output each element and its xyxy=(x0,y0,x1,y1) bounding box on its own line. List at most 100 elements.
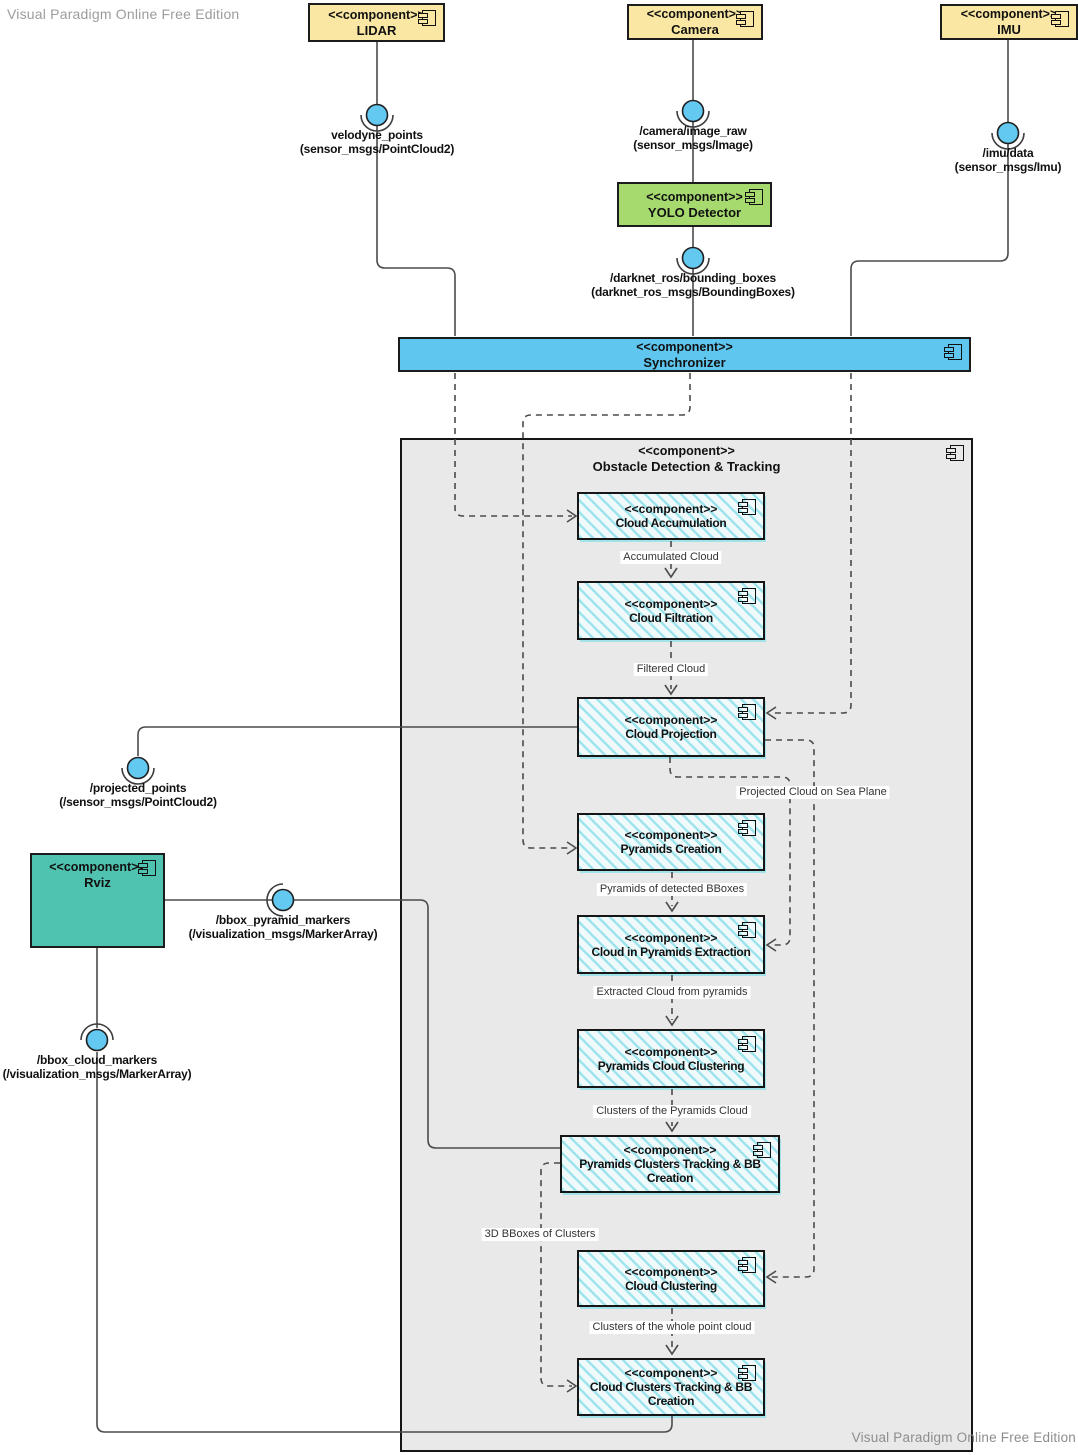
component-name: Cloud Accumulation xyxy=(615,516,727,530)
component-icon xyxy=(737,588,756,604)
stereotype-label: <<component>> xyxy=(636,339,733,354)
component-name: IMU xyxy=(997,22,1021,37)
component-icon xyxy=(735,11,754,27)
stereotype-label: <<component>> xyxy=(623,1143,717,1157)
message-type: (sensor_msgs/Image) xyxy=(633,137,753,152)
topic-name: /camera/image_raw xyxy=(639,124,747,138)
component-name: Cloud Filtration xyxy=(629,610,713,625)
message-type: (/visualization_msgs/MarkerArray) xyxy=(2,1066,192,1081)
component-name: Cloud Clustering xyxy=(625,1278,717,1293)
stereotype-label: <<component>> xyxy=(638,444,735,458)
component-name: LIDAR xyxy=(356,22,397,38)
component-pyramids-creation[interactable]: <<component>> Pyramids Creation xyxy=(577,813,765,871)
stereotype-label: <<component>> xyxy=(646,7,744,21)
watermark-top-left: Visual Paradigm Online Free Edition xyxy=(7,6,240,22)
component-imu[interactable]: <<component>> IMU xyxy=(940,4,1078,40)
port-label-bbox-cloud-markers: /bbox_cloud_markers (/visualization_msgs… xyxy=(2,1053,192,1081)
port-projected-points[interactable] xyxy=(126,756,150,780)
flow-label-extracted-cloud-pyramids: Extracted Cloud from pyramids xyxy=(593,986,751,999)
stereotype-label: <<component>> xyxy=(960,7,1058,21)
component-icon xyxy=(1050,11,1069,27)
message-type: (darknet_ros_msgs/BoundingBoxes) xyxy=(591,284,795,299)
stereotype-label: <<component>> xyxy=(624,1366,718,1380)
stereotype-label: <<component>> xyxy=(646,189,743,204)
container-header: <<component>> Obstacle Detection & Track… xyxy=(402,444,971,474)
port-label-projected-points: /projected_points (/sensor_msgs/PointClo… xyxy=(59,781,217,809)
component-synchronizer[interactable]: <<component>> Synchronizer xyxy=(398,337,971,372)
component-icon xyxy=(737,1257,756,1273)
port-velodyne-points[interactable] xyxy=(365,103,389,127)
component-icon xyxy=(737,1036,756,1052)
port-bbox-pyramid-markers[interactable] xyxy=(271,888,295,912)
component-pyramids-clusters-tracking-bb-creation[interactable]: <<component>> Pyramids Clusters Tracking… xyxy=(560,1135,780,1193)
stereotype-label: <<component>> xyxy=(624,828,718,842)
stereotype-label: <<component>> xyxy=(624,1264,718,1279)
component-icon xyxy=(737,704,756,720)
flow-label-filtered-cloud: Filtered Cloud xyxy=(633,663,709,676)
stereotype-label: <<component>> xyxy=(624,930,718,945)
port-imu-data[interactable] xyxy=(996,121,1020,145)
component-name: Pyramids Creation xyxy=(620,842,722,856)
component-icon xyxy=(752,1142,771,1158)
flow-label-3d-bboxes-clusters: 3D BBoxes of Clusters xyxy=(481,1228,599,1241)
stereotype-label: <<component>> xyxy=(624,596,718,611)
message-type: (/sensor_msgs/PointCloud2) xyxy=(59,794,217,809)
component-name: Cloud in Pyramids Extraction xyxy=(591,944,751,959)
component-camera[interactable]: <<component>> Camera xyxy=(627,4,763,40)
stereotype-label: <<component>> xyxy=(49,860,146,874)
topic-name: /darknet_ros/bounding_boxes xyxy=(610,271,776,285)
port-label-camera-image-raw: /camera/image_raw (sensor_msgs/Image) xyxy=(633,124,753,152)
component-name: Pyramids Clusters Tracking & BB Creation xyxy=(579,1157,761,1185)
message-type: (/visualization_msgs/MarkerArray) xyxy=(188,926,378,941)
topic-name: /projected_points xyxy=(89,781,187,795)
flow-label-clusters-whole-cloud: Clusters of the whole point cloud xyxy=(589,1321,755,1334)
stereotype-label: <<component>> xyxy=(624,502,718,516)
component-name: Camera xyxy=(671,22,719,37)
component-cloud-clustering[interactable]: <<component>> Cloud Clustering xyxy=(577,1250,765,1307)
component-cloud-projection[interactable]: <<component>> Cloud Projection xyxy=(577,697,765,757)
watermark-bottom-right: Visual Paradigm Online Free Edition xyxy=(851,1430,1076,1445)
component-icon xyxy=(737,499,756,515)
component-cloud-accumulation[interactable]: <<component>> Cloud Accumulation xyxy=(577,492,765,540)
component-cloud-filtration[interactable]: <<component>> Cloud Filtration xyxy=(577,581,765,640)
stereotype-label: <<component>> xyxy=(328,7,425,22)
component-name: Cloud Clusters Tracking & BB Creation xyxy=(589,1380,753,1408)
component-name: Synchronizer xyxy=(643,354,726,370)
flow-label-clusters-pyramids-cloud: Clusters of the Pyramids Cloud xyxy=(593,1105,751,1118)
component-icon xyxy=(737,922,756,938)
component-name: Rviz xyxy=(84,875,111,890)
stereotype-label: <<component>> xyxy=(624,1044,718,1059)
component-icon xyxy=(945,445,964,461)
component-name: Pyramids Cloud Clustering xyxy=(597,1058,745,1073)
port-camera-image-raw[interactable] xyxy=(681,99,705,123)
topic-name: /bbox_pyramid_markers xyxy=(215,913,351,927)
topic-name: velodyne_points xyxy=(331,128,423,142)
message-type: (sensor_msgs/Imu) xyxy=(954,159,1062,174)
component-name: YOLO Detector xyxy=(647,204,742,220)
component-name: Cloud Projection xyxy=(625,727,717,741)
component-icon xyxy=(943,344,962,360)
stereotype-label: <<component>> xyxy=(624,713,718,727)
component-lidar[interactable]: <<component>> LIDAR xyxy=(308,3,445,42)
topic-name: /bbox_cloud_markers xyxy=(36,1053,158,1067)
port-label-velodyne-points: velodyne_points (sensor_msgs/PointCloud2… xyxy=(299,128,455,156)
port-label-imu-data: /imu/data (sensor_msgs/Imu) xyxy=(954,146,1062,174)
component-icon xyxy=(737,1365,756,1381)
component-rviz[interactable]: <<component>> Rviz xyxy=(30,853,165,948)
component-pyramids-cloud-clustering[interactable]: <<component>> Pyramids Cloud Clustering xyxy=(577,1029,765,1088)
topic-name: /imu/data xyxy=(982,146,1034,160)
port-bbox-cloud-markers[interactable] xyxy=(85,1028,109,1052)
component-cloud-clusters-tracking-bb-creation[interactable]: <<component>> Cloud Clusters Tracking & … xyxy=(577,1358,765,1416)
component-icon xyxy=(744,189,763,205)
component-cloud-in-pyramids-extraction[interactable]: <<component>> Cloud in Pyramids Extracti… xyxy=(577,915,765,974)
port-label-darknet-bounding-boxes: /darknet_ros/bounding_boxes (darknet_ros… xyxy=(591,271,795,299)
port-darknet-bounding-boxes[interactable] xyxy=(681,246,705,270)
component-icon xyxy=(417,10,436,26)
component-yolo-detector[interactable]: <<component>> YOLO Detector xyxy=(617,182,772,227)
wire-lidar-to-synchronizer xyxy=(376,126,456,336)
flow-label-accumulated-cloud: Accumulated Cloud xyxy=(620,551,722,564)
component-name: Obstacle Detection & Tracking xyxy=(592,459,781,474)
port-label-bbox-pyramid-markers: /bbox_pyramid_markers (/visualization_ms… xyxy=(188,913,378,941)
message-type: (sensor_msgs/PointCloud2) xyxy=(299,141,455,156)
